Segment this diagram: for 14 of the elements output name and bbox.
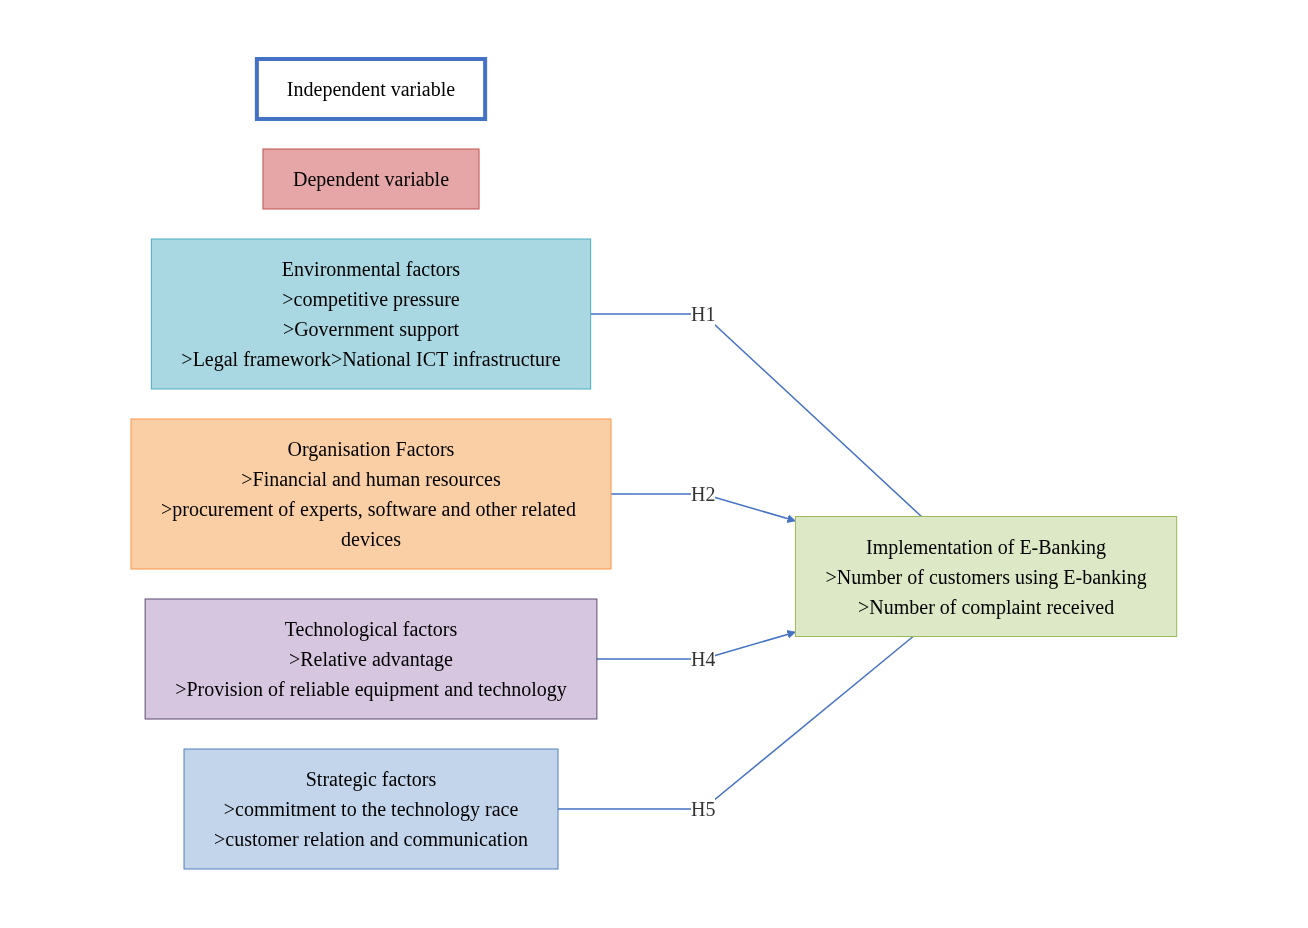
node-box: Organisation Factors >Financial and human resources >procurement of experts, software and other related devices — [130, 418, 612, 570]
edge-label: H5 — [691, 798, 716, 820]
node-box: Independent variable — [255, 57, 488, 121]
node-box: Technological factors >Relative advantage >Provision of reliable equipment and technology — [144, 598, 598, 720]
node-box: Implementation of E-Banking >Number of customers using E-banking >Number of complaint received — [795, 516, 1178, 637]
edge-label: H2 — [691, 483, 716, 505]
connector — [557, 635, 914, 810]
edge-label: H1 — [691, 303, 716, 325]
connector — [590, 313, 923, 518]
node-box: Dependent variable — [262, 148, 480, 210]
node-box: Strategic factors >commitment to the technology race >customer relation and communication — [183, 748, 559, 870]
edge-label: H4 — [691, 648, 716, 670]
node-box: Environmental factors >competitive pressure >Government support >Legal framework>National ICT infrastructure — [151, 238, 592, 390]
arrow — [596, 630, 796, 660]
